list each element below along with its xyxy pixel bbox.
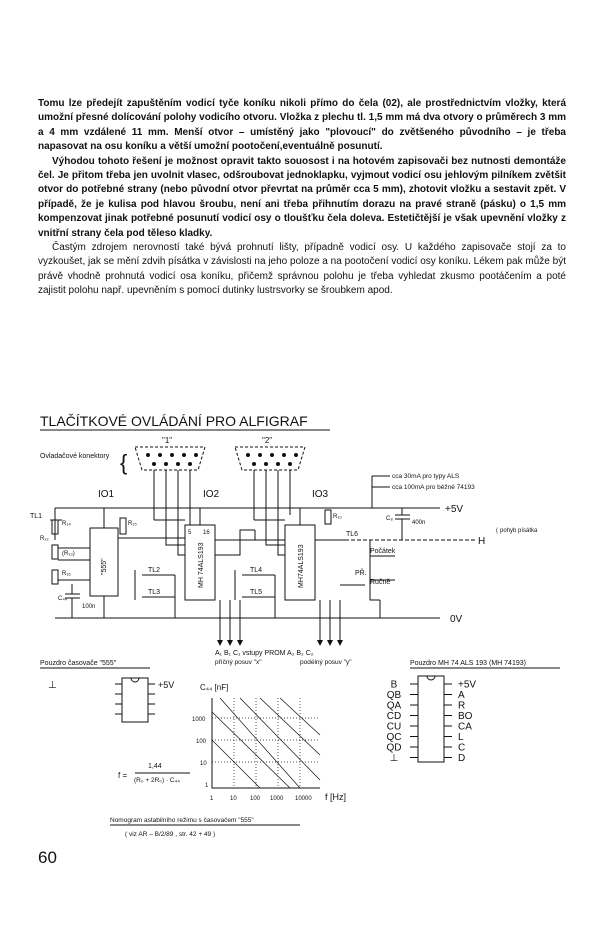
svg-text:C₈: C₈ [386, 516, 393, 522]
io1-label: IO1 [98, 489, 115, 500]
cap-100n: 100n [82, 604, 95, 610]
pocatek-label: Počátek [370, 548, 396, 555]
bus-y-label: podélný posuv "y" [300, 659, 352, 666]
cap-400n: 400n [412, 520, 425, 526]
bus-labels: A₁ B₁ C₁ vstupy PROM A₂ B₂ C₂ [215, 650, 314, 657]
y-tick-100: 100 [196, 739, 207, 745]
mh-right-pin: +5V [458, 680, 476, 691]
pouzdro-mh-label: Pouzdro MH 74 ALS 193 (MH 74193) [410, 660, 526, 667]
mh-right-pin: A [458, 690, 465, 701]
h-output-label: H [478, 536, 485, 547]
note-100ma: cca 100mA pro běžné 74193 [392, 484, 475, 491]
connector-1 [134, 446, 206, 471]
mh-left-pin: ⊥ [390, 753, 399, 764]
svg-text:C₄₄: C₄₄ [58, 596, 68, 602]
y-tick-1: 1 [205, 783, 209, 789]
pinout-555-vcc: +5V [158, 680, 174, 690]
zero-v-label: 0V [450, 614, 463, 625]
paragraph-3: Častým zdrojem nerovností také bývá proh… [38, 242, 566, 297]
mh-left-pin: CU [387, 722, 401, 733]
x-tick-1: 1 [210, 796, 214, 802]
tl1-label: TL1 [30, 513, 42, 520]
svg-text:R₁₀: R₁₀ [333, 514, 342, 520]
svg-text:R₁₂: R₁₂ [40, 536, 49, 542]
paragraph-1: Tomu lze předejít zapuštěním vodicí tyče… [38, 98, 566, 153]
svg-text:5: 5 [188, 530, 192, 536]
connector-2 [234, 446, 306, 471]
mh-right-pin: L [458, 732, 464, 743]
tl3-label: TL3 [148, 589, 160, 596]
connectors-label: Ovladačové konektory [40, 453, 110, 460]
mh-left-pin: QB [387, 690, 402, 701]
graph-xlabel: f [Hz] [325, 792, 346, 802]
pr-label: PŘ. [355, 568, 367, 577]
rucne-label: Ručně [370, 579, 390, 586]
svg-text:(R₁₃): (R₁₃) [62, 551, 75, 557]
formula-lhs: f = [118, 771, 127, 780]
io2-label: IO2 [203, 489, 220, 500]
svg-text:16: 16 [203, 530, 210, 536]
nomogram-caption: Nomogram astabilního režimu s časovačem … [110, 817, 254, 824]
page-number: 60 [38, 848, 57, 867]
mh-left-pin: CD [387, 711, 401, 722]
ic-555-label: "555" [101, 558, 108, 575]
y-tick-1000: 1000 [192, 717, 206, 723]
mh-right-pin: CA [458, 722, 472, 733]
plus5v-label: +5V [445, 504, 463, 515]
io3-label: IO3 [312, 489, 329, 500]
mh-left-pin: B [391, 680, 398, 691]
tl5-label: TL5 [250, 589, 262, 596]
mh-right-pin: D [458, 753, 465, 764]
x-tick-100: 100 [250, 796, 261, 802]
h-note: pohyb písátka [500, 528, 538, 534]
mh-left-pin: QD [387, 743, 402, 754]
mh-left-pin: QA [387, 701, 402, 712]
tl2-label: TL2 [148, 567, 160, 574]
nomogram-ref: ( viz AR – B/2/89 , str. 42 + 49 ) [125, 831, 215, 838]
tl6-label: TL6 [346, 531, 358, 538]
svg-text:R₁₅: R₁₅ [128, 521, 137, 527]
mh-left-pin: QC [387, 732, 402, 743]
mh-right-pin: BO [458, 711, 473, 722]
svg-text:⊥: ⊥ [48, 680, 57, 691]
pouzdro-555-label: Pouzdro časovače "555" [40, 660, 117, 667]
ic2-label: MH 74ALS193 [198, 542, 205, 588]
note-30ma: cca 30mA pro typy ALS [392, 473, 460, 480]
x-tick-10: 10 [230, 796, 237, 802]
nomogram-axes [211, 698, 320, 789]
pinout-555 [121, 677, 149, 723]
y-tick-10: 10 [200, 761, 207, 767]
formula-num: 1,44 [148, 763, 162, 770]
figure-title: TLAČÍTKOVÉ OVLÁDÁNÍ PRO ALFIGRAF [40, 413, 308, 429]
body-text: Tomu lze předejít zapuštěním vodicí tyče… [38, 97, 566, 299]
svg-text:R₁₄: R₁₄ [62, 521, 71, 527]
graph-ylabel: C₄₄ [nF] [200, 683, 228, 692]
pinout-mh [417, 675, 445, 763]
svg-text:R₁₆: R₁₆ [62, 571, 71, 577]
ic3-label: MH74ALS193 [298, 544, 305, 588]
svg-text:{: { [120, 450, 127, 475]
x-tick-10000: 10000 [295, 796, 312, 802]
paragraph-2: Výhodou tohoto řešení je možnost opravit… [38, 155, 566, 239]
bus-x-label: příčný posuv "x" [215, 659, 262, 666]
x-tick-1000: 1000 [270, 796, 284, 802]
formula-den: (R₀ + 2R₀) · C₄₄ [134, 777, 180, 784]
tl4-label: TL4 [250, 567, 262, 574]
svg-text:(: ( [496, 528, 498, 534]
connector-1-label: "1" [162, 436, 172, 445]
mh-right-pin: R [458, 701, 465, 712]
mh-right-pin: C [458, 743, 465, 754]
connector-2-label: "2" [262, 436, 272, 445]
